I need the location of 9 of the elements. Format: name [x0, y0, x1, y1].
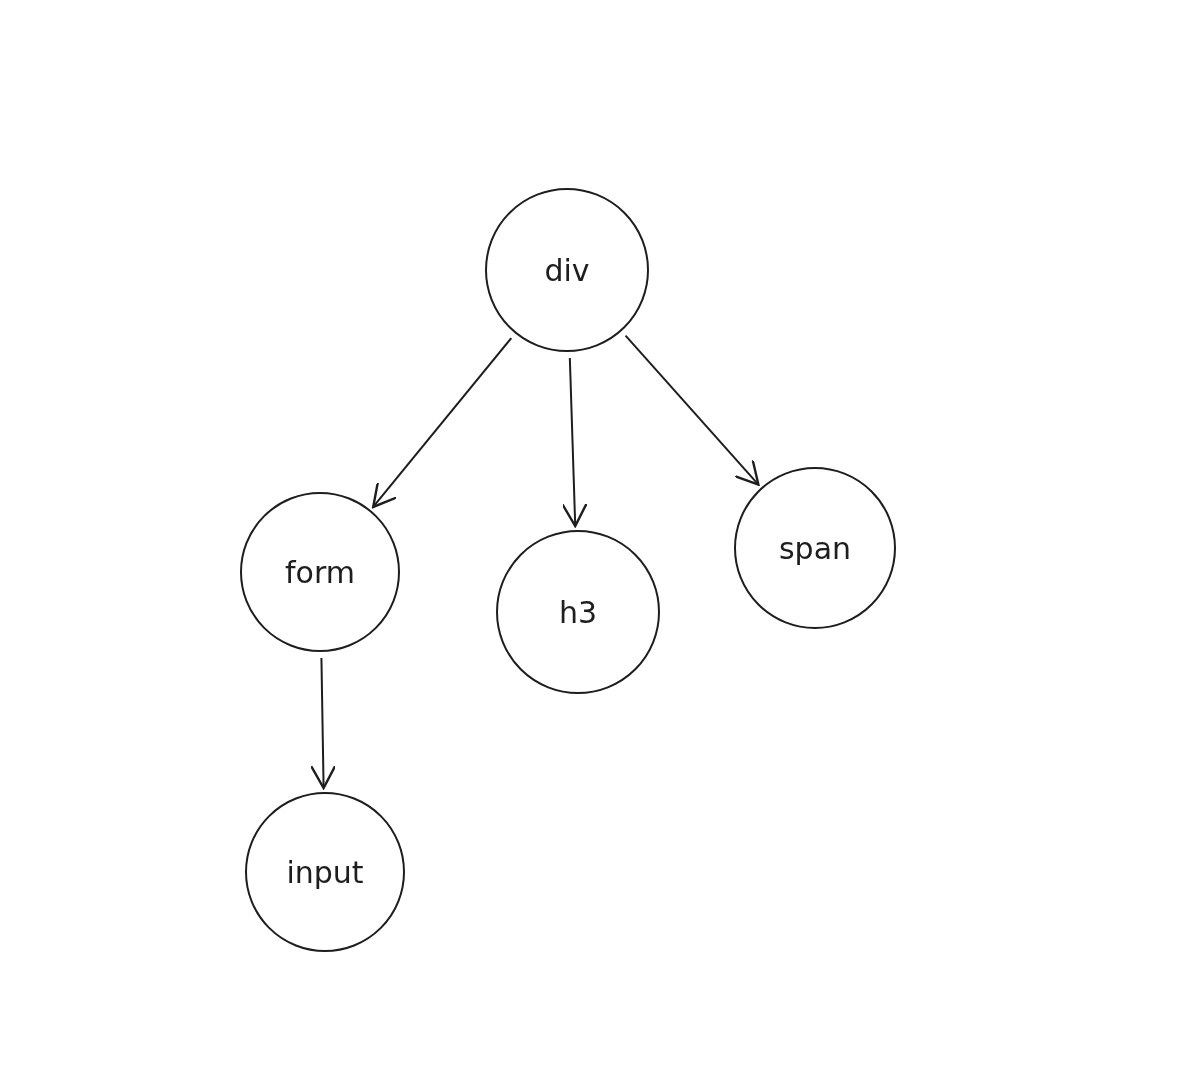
arrow — [624, 334, 760, 486]
arrow — [372, 337, 513, 509]
node-label: span — [778, 530, 852, 566]
node-label: form — [285, 554, 355, 590]
node-label: input — [286, 854, 364, 890]
arrow — [310, 657, 337, 790]
arrow — [561, 356, 588, 528]
node-label: h3 — [558, 594, 598, 630]
node-label: div — [544, 252, 590, 288]
